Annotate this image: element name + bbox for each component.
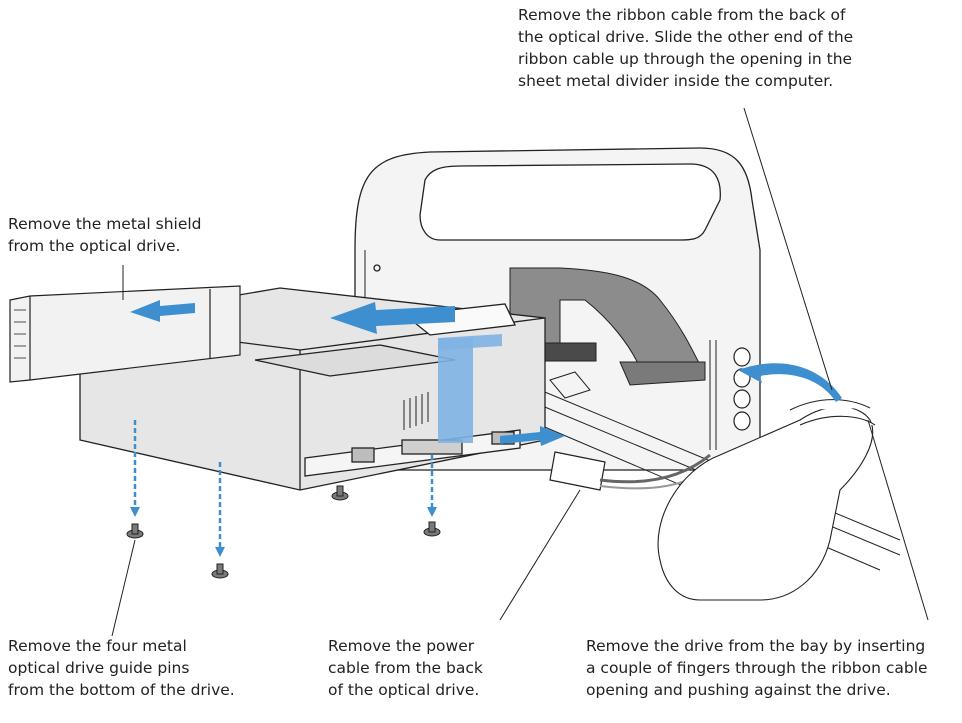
divider-arrow bbox=[738, 363, 842, 402]
callout-line: optical drive guide pins bbox=[8, 659, 190, 677]
callout-line: ribbon cable up through the opening in t… bbox=[518, 50, 853, 68]
divider-holes bbox=[733, 347, 751, 431]
callout-guide-pins: Remove the four metal optical drive guid… bbox=[8, 635, 235, 701]
motion-arrows bbox=[130, 300, 842, 446]
callout-line: Remove the ribbon cable from the back of bbox=[518, 6, 846, 24]
callout-line: from the optical drive. bbox=[8, 237, 181, 255]
leader-lines bbox=[111, 107, 929, 637]
callout-remove-drive: Remove the drive from the bay by inserti… bbox=[586, 635, 928, 701]
callout-ribbon-cable: Remove the ribbon cable from the back of… bbox=[518, 4, 853, 92]
callout-line: a couple of fingers through the ribbon c… bbox=[586, 659, 928, 677]
ribbon-highlight-top bbox=[438, 334, 502, 350]
callout-line: Remove the four metal bbox=[8, 637, 187, 655]
ribbon-highlight bbox=[438, 338, 473, 443]
callout-line: sheet metal divider inside the computer. bbox=[518, 72, 834, 90]
callout-line: from the bottom of the drive. bbox=[8, 681, 235, 699]
callout-line: of the optical drive. bbox=[328, 681, 480, 699]
guide-pins bbox=[126, 485, 441, 579]
callout-line: opening and pushing against the drive. bbox=[586, 681, 891, 699]
shield-arrow bbox=[130, 300, 195, 322]
power-arrow bbox=[500, 426, 565, 446]
callout-line: Remove the drive from the bay by inserti… bbox=[586, 637, 926, 655]
ribbon-cable bbox=[489, 267, 706, 386]
callout-line: Remove the power bbox=[328, 637, 475, 655]
pin-arrows bbox=[130, 420, 437, 557]
callout-power-cable: Remove the power cable from the back of … bbox=[328, 635, 483, 701]
power-connector bbox=[549, 451, 721, 491]
drive-slide-arrow bbox=[330, 302, 455, 334]
callout-metal-shield: Remove the metal shield from the optical… bbox=[8, 213, 202, 257]
callout-line: the optical drive. Slide the other end o… bbox=[518, 28, 854, 46]
callout-line: cable from the back bbox=[328, 659, 483, 677]
hand bbox=[657, 399, 876, 601]
callout-line: Remove the metal shield bbox=[8, 215, 202, 233]
